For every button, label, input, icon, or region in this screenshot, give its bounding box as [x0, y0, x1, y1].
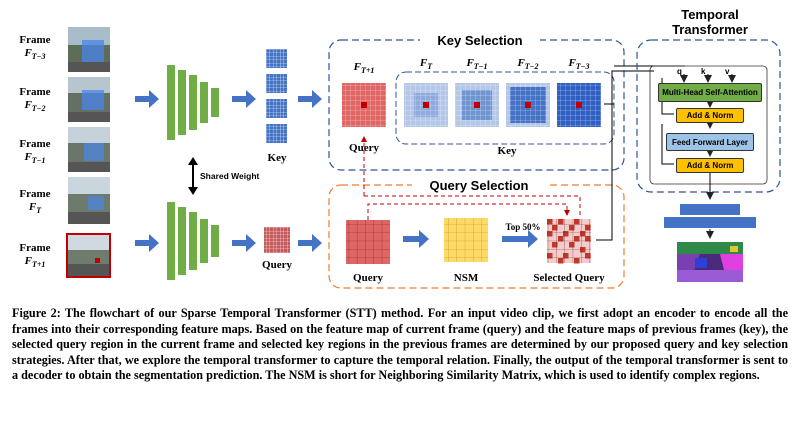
selected-query-label: Selected Query	[533, 272, 605, 284]
query-label: Query	[262, 259, 292, 271]
v-label: v	[725, 67, 730, 76]
top-50-label: Top 50%	[505, 222, 541, 232]
key-selection-key-maps	[404, 83, 601, 127]
encoder-bottom	[167, 202, 219, 280]
key-selection-query-map	[342, 83, 386, 127]
frame-image-t-3	[68, 27, 110, 72]
frame-image-t-1	[68, 127, 110, 172]
key-label: Key	[267, 152, 287, 164]
nsm-label: NSM	[453, 272, 479, 284]
selected-query-map	[547, 219, 591, 264]
query-feature-map	[264, 227, 290, 253]
segmentation-output	[677, 242, 743, 282]
add-norm-block-1: Add & Norm	[676, 108, 744, 123]
feed-forward-layer-block: Feed Forward Layer	[666, 133, 754, 151]
key-feature-maps	[266, 49, 287, 143]
key-col-label-t+1: FT+1	[353, 61, 375, 76]
q-label: q	[677, 67, 682, 76]
frame-image-t-2	[68, 77, 110, 122]
frame-images	[66, 27, 111, 278]
key-selection-key-label: Key	[497, 145, 517, 157]
frame-to-encoder-arrows	[135, 90, 159, 252]
key-subbox	[395, 71, 615, 145]
encoder-top	[167, 65, 219, 140]
feature-to-selection-arrows	[298, 90, 322, 252]
frame-label-t+1: Frame FT+1	[19, 242, 51, 270]
k-label: k	[701, 67, 706, 76]
key-selection-title: Key Selection	[420, 33, 540, 48]
add-norm-block-2: Add & Norm	[676, 158, 744, 173]
key-col-label-t-2: FT−2	[517, 57, 539, 72]
red-dashed-links	[361, 136, 581, 220]
key-col-label-t-1: FT−1	[466, 57, 488, 72]
query-selection-title: Query Selection	[412, 178, 546, 193]
query-selection-arrows	[403, 230, 538, 248]
frame-label-t: Frame FT	[19, 188, 51, 216]
query-selection-query-map	[346, 220, 390, 264]
frame-label-t-2: Frame FT−2	[19, 86, 51, 114]
shared-weight-arrow	[188, 157, 198, 195]
transformer-inner-box	[649, 65, 768, 185]
key-col-label-t-3: FT−3	[568, 57, 590, 72]
figure-caption: Figure 2: The flowchart of our Sparse Te…	[12, 306, 788, 383]
nsm-map	[444, 218, 488, 262]
transformer-title: Temporal Transformer	[660, 7, 760, 37]
frame-label-t-1: Frame FT−1	[19, 138, 51, 166]
qkv-lines	[661, 74, 736, 200]
transformer-box	[636, 39, 781, 193]
multi-head-self-attention-block: Multi-Head Self-Attention	[658, 83, 762, 102]
frame-image-t	[68, 177, 110, 224]
frame-image-t+1	[66, 233, 111, 278]
key-selection-query-label: Query	[349, 142, 379, 154]
frame-label-t-3: Frame FT−3	[19, 34, 51, 62]
decoder	[664, 204, 756, 228]
query-selection-query-label: Query	[353, 272, 383, 284]
shared-weight-label: Shared Weight	[200, 171, 260, 181]
key-col-label-t: FT	[419, 57, 433, 72]
encoder-to-feature-arrows	[232, 90, 256, 252]
stt-flowchart	[66, 27, 781, 289]
